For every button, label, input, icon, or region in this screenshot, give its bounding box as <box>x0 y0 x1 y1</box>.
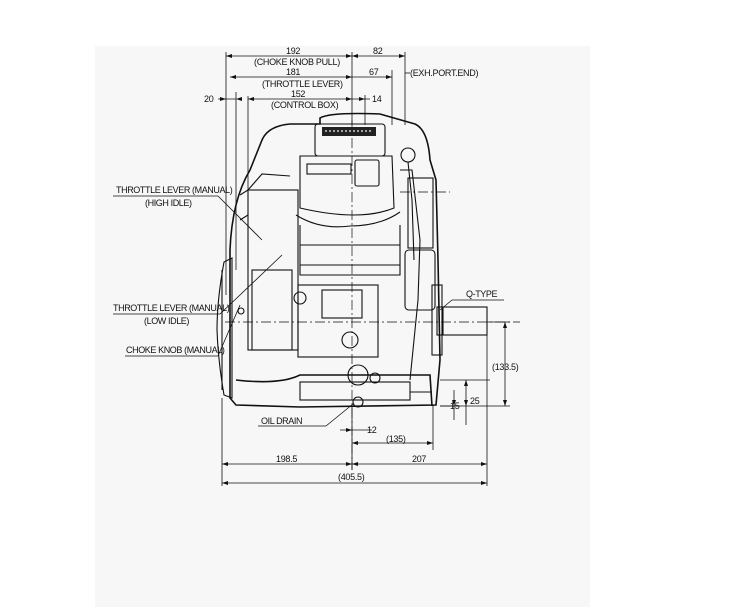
dim-15: 15 <box>450 401 460 411</box>
dim-181: 181 <box>286 67 300 77</box>
dim-67: 67 <box>369 67 379 77</box>
throttle-high-line1: THROTTLE LEVER (MANUAL) <box>116 185 233 195</box>
dim-14: 14 <box>372 94 382 104</box>
choke-knob-label: CHOKE KNOB (MANUAL) <box>126 345 225 355</box>
throttle-low-line1: THROTTLE LEVER (MANUAL) <box>113 303 230 313</box>
dim-135: (135) <box>386 434 406 444</box>
dim-405-5: (405.5) <box>338 472 365 482</box>
dim-throttle-lever-label: (THROTTLE LEVER) <box>262 79 343 89</box>
dim-25: 25 <box>470 396 480 406</box>
dim-192: 192 <box>286 46 300 56</box>
dim-152: 152 <box>291 89 305 99</box>
bottom-dimensions <box>221 335 488 486</box>
dim-207: 207 <box>412 454 426 464</box>
top-dimensions <box>218 52 410 295</box>
dim-82: 82 <box>373 46 383 56</box>
throttle-low-line2: (LOW IDLE) <box>144 316 189 326</box>
dim-exh-port-label: (EXH.PORT.END) <box>410 68 478 78</box>
drawing-sheet <box>95 46 590 607</box>
dim-198-5: 198.5 <box>276 454 297 464</box>
dim-20: 20 <box>204 94 214 104</box>
dim-control-box-label: (CONTROL BOX) <box>271 100 339 110</box>
right-dimensions <box>440 321 510 425</box>
dim-133-5: (133.5) <box>492 362 519 372</box>
callout-leaders <box>113 195 504 427</box>
throttle-high-line2: (HIGH IDLE) <box>145 198 192 208</box>
q-type-label: Q-TYPE <box>466 289 498 299</box>
engine-body <box>216 112 520 470</box>
dim-choke-knob-pull-label: (CHOKE KNOB PULL) <box>254 57 340 67</box>
dim-12: 12 <box>367 425 377 435</box>
oil-drain-label: OIL DRAIN <box>261 416 302 426</box>
